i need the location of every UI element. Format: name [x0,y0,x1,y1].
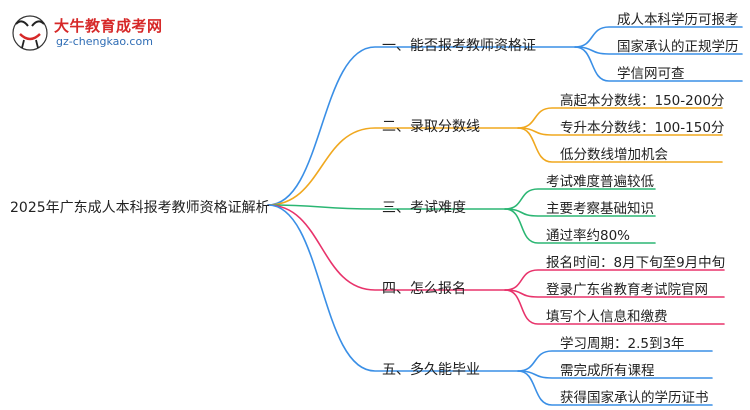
leaf-1-3: 学信网可查 [617,66,685,82]
connector-branch-2-leaf-1 [517,107,723,129]
connector-branch-3-leaf-3 [504,208,656,244]
connector-root-branch-3 [267,204,506,210]
leaf-2-2: 专升本分数线：100-150分 [560,120,725,136]
connector-branch-2-leaf-3 [517,127,723,163]
leaf-2-1: 高起本分数线：150-200分 [560,93,725,109]
logo-title: 大牛教育成考网 [54,17,163,35]
connector-branch-4-leaf-1 [504,269,725,291]
connector-root-branch-1 [267,46,576,206]
leaf-5-1: 学习周期：2.5到3年 [560,336,685,352]
root-topic: 2025年广东成人本科报考教师资格证解析 [10,200,270,216]
leaf-3-1: 考试难度普遍较低 [546,174,654,190]
connector-branch-1-leaf-1 [574,26,743,48]
branch-4-label: 四、怎么报名 [382,281,466,297]
leaf-3-2: 主要考察基础知识 [546,201,654,217]
connector-branch-1-leaf-3 [574,46,743,82]
leaf-4-2: 登录广东省教育考试院官网 [546,282,708,298]
leaf-4-3: 填写个人信息和缴费 [546,309,668,325]
connector-root-branch-2 [267,127,519,206]
leaf-5-2: 需完成所有课程 [560,363,655,379]
branch-1-label: 一、能否报考教师资格证 [382,38,536,54]
connector-branch-4-leaf-3 [504,289,725,325]
leaf-3-3: 通过率约80% [546,228,631,244]
connector-branch-5-leaf-3 [517,370,713,406]
leaf-1-1: 成人本科学历可报考 [617,12,739,28]
leaf-4-1: 报名时间：8月下旬至9月中旬 [546,255,726,271]
connector-root-branch-4 [267,204,506,291]
brand-logo: 大牛教育成考网 gz-chengkao.com [8,14,162,52]
branch-3-label: 三、考试难度 [382,200,466,216]
connector-branch-5-leaf-1 [517,350,713,372]
leaf-2-3: 低分数线增加机会 [560,147,668,163]
connector-branch-3-leaf-1 [504,188,656,210]
leaf-1-2: 国家承认的正规学历 [617,39,739,55]
connector-root-branch-5 [267,204,519,372]
branch-5-label: 五、多久能毕业 [382,362,480,378]
branch-2-label: 二、录取分数线 [382,119,480,135]
leaf-5-3: 获得国家承认的学历证书 [560,390,709,406]
logo-url: gz-chengkao.com [56,35,153,48]
bull-logo-icon [12,15,48,51]
